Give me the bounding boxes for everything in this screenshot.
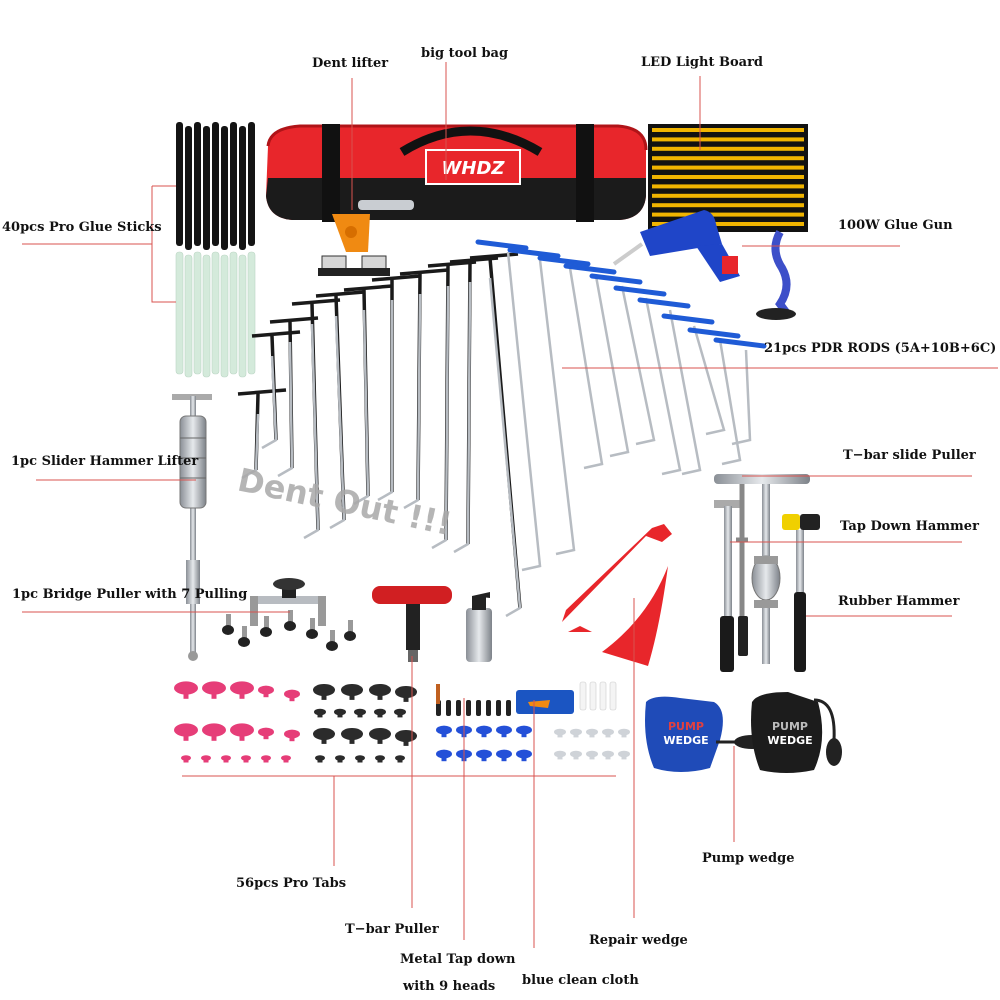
glue-sticks-icon xyxy=(175,122,256,378)
clean-cloth-icon xyxy=(516,690,574,714)
label-tbar-puller: T−bar Puller xyxy=(345,922,439,937)
label-glue-sticks: 40pcs Pro Glue Sticks xyxy=(2,220,162,235)
label-slider-hammer: 1pc Slider Hammer Lifter xyxy=(11,454,199,469)
slide-hammer-icon xyxy=(172,394,212,661)
spray-bottle-icon xyxy=(466,592,492,662)
label-repair-wedge: Repair wedge xyxy=(589,933,688,948)
t-bar-slide-puller-icon xyxy=(714,474,810,664)
led-light-board-icon xyxy=(648,124,808,320)
t-bar-puller-icon xyxy=(372,586,452,662)
label-rubber-hammer: Rubber Hammer xyxy=(838,594,960,609)
label-blue-clean-cloth: blue clean cloth xyxy=(522,973,639,988)
glue-gun-icon xyxy=(612,210,740,282)
leader-lines xyxy=(22,62,998,948)
pump-wedge-text: PUMP xyxy=(772,720,808,733)
label-pump-wedge: Pump wedge xyxy=(702,851,795,866)
bridge-puller-icon xyxy=(222,578,356,651)
label-dent-lifter: Dent lifter xyxy=(312,56,389,71)
label-big-tool-bag: big tool bag xyxy=(421,46,509,61)
label-pro-tabs: 56pcs Pro Tabs xyxy=(236,876,347,891)
pump-wedge-text: WEDGE xyxy=(663,734,708,747)
rubber-hammer-icon xyxy=(782,514,820,672)
pdr-rods-icon xyxy=(237,239,767,618)
pump-wedge-text: PUMP xyxy=(668,720,704,733)
dent-lifter-icon xyxy=(318,200,414,276)
label-led-light-board: LED Light Board xyxy=(641,55,764,70)
tool-bag-icon: WHDZ xyxy=(266,124,648,222)
bag-brand-logo: WHDZ xyxy=(442,158,506,179)
label-tbar-slide-puller: T−bar slide Puller xyxy=(843,448,976,463)
watermark: Dent Out !!! xyxy=(234,461,455,543)
label-metal-tap-down: Metal Tap down xyxy=(400,952,516,967)
label-pdr-rods: 21pcs PDR RODS (5A+10B+6C) xyxy=(764,341,997,356)
pump-wedge-text: WEDGE xyxy=(767,734,812,747)
repair-wedge-icon xyxy=(562,524,672,666)
pump-wedge-icon: PUMP WEDGE PUMP WEDGE xyxy=(645,692,842,773)
label-bridge-puller: 1pc Bridge Puller with 7 Pulling xyxy=(12,587,248,602)
pro-tabs-icon xyxy=(174,681,630,763)
label-tap-down-hammer: Tap Down Hammer xyxy=(840,519,979,534)
tap-down-hammer-icon xyxy=(714,484,748,672)
label-metal-tap-down-heads: with 9 heads xyxy=(403,979,496,994)
label-glue-gun: 100W Glue Gun xyxy=(838,218,953,233)
